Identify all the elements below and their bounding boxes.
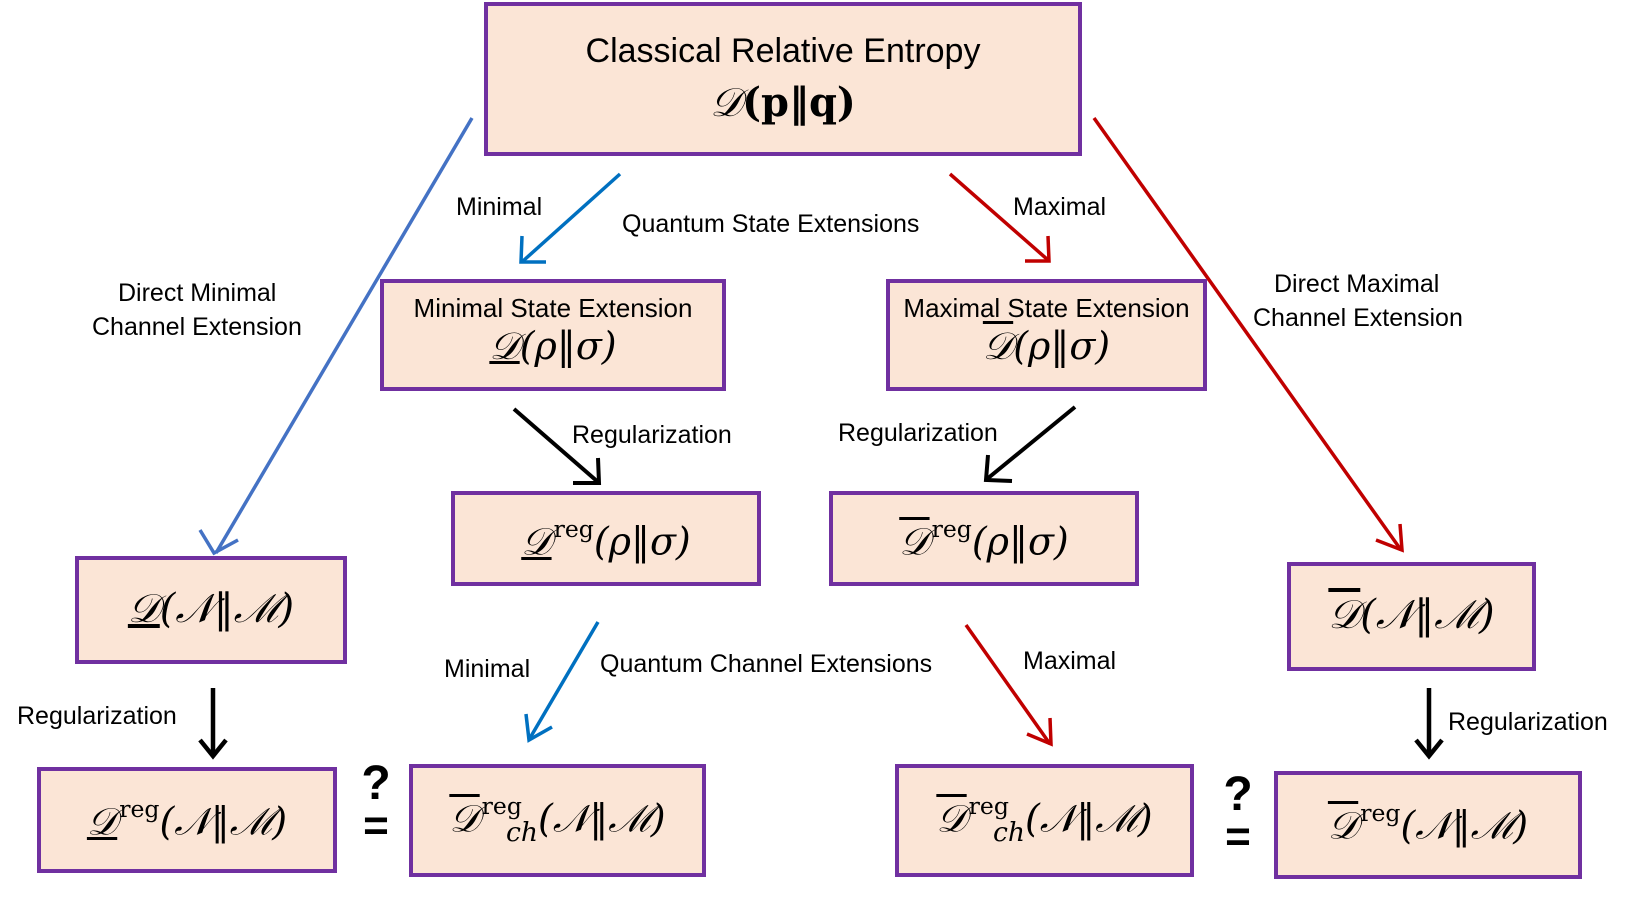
classical-relative-entropy-box: Classical Relative Entropy 𝒟(p‖q) <box>484 2 1082 156</box>
arrowhead-minimal-state <box>519 235 546 264</box>
question-mark: ? <box>1223 768 1253 821</box>
arrow-direct-minimal <box>214 117 474 554</box>
arrowhead-maximal-state <box>1025 235 1051 263</box>
arrow-regularization-max-state <box>985 405 1077 481</box>
arrow-minimal-channel <box>528 621 600 739</box>
maximal-state-reg-box: 𝒟reg(ρ‖σ) <box>829 491 1139 586</box>
d-symbol: 𝒟 <box>710 80 743 126</box>
formula-args: (ρ‖σ) <box>1013 324 1111 368</box>
formula-args: (𝒩‖ℳ) <box>159 799 288 844</box>
maximal-state-extension-title: Maximal State Extension <box>903 293 1190 323</box>
label-regularization-max-state: Regularization <box>838 419 998 447</box>
arrowhead-direct-maximal <box>1375 523 1404 553</box>
formula-args: (p‖q) <box>742 79 856 126</box>
d-underline-symbol: 𝒟 <box>127 586 160 632</box>
minimal-channel-box: 𝒟(𝒩‖ℳ) <box>75 556 347 664</box>
arrow-maximal-channel <box>964 623 1052 746</box>
minimal-ch-reg-box: 𝒟regch(𝒩‖ℳ) <box>409 764 706 877</box>
d-underline-symbol: 𝒟 <box>489 324 520 368</box>
arrowhead-regularization-max-state <box>983 454 1013 483</box>
reg-superscript: reg <box>553 515 594 543</box>
label-direct-maximal-line1: Direct Maximal <box>1274 270 1440 298</box>
ch-subscript: ch <box>992 816 1026 848</box>
minimal-state-extension-title: Minimal State Extension <box>413 293 693 323</box>
maximal-channel-formula: 𝒟(𝒩‖ℳ) <box>1291 592 1532 638</box>
label-maximal-top: Maximal <box>1013 193 1107 221</box>
minimal-channel-reg-formula: 𝒟reg(𝒩‖ℳ) <box>41 795 333 845</box>
reg-superscript: reg <box>968 792 1009 820</box>
maximal-ch-reg-box: 𝒟regch(𝒩‖ℳ) <box>895 764 1194 877</box>
maximal-channel-reg-formula: 𝒟reg(𝒩‖ℳ) <box>1278 799 1578 849</box>
formula-args: (ρ‖σ) <box>519 324 617 368</box>
d-overline-symbol: 𝒟 <box>899 519 930 564</box>
minimal-ch-reg-formula: 𝒟regch(𝒩‖ℳ) <box>413 792 702 848</box>
arrowhead-regularization-min-state <box>573 457 602 485</box>
minimal-state-extension-box: Minimal State Extension 𝒟(ρ‖σ) <box>380 279 726 391</box>
d-overline-symbol: 𝒟 <box>449 796 480 841</box>
minimal-state-extension-formula: 𝒟(ρ‖σ) <box>384 324 722 369</box>
arrow-regularization-min-state <box>512 407 600 484</box>
formula-args: (𝒩‖ℳ) <box>1400 803 1529 848</box>
maximal-channel-box: 𝒟(𝒩‖ℳ) <box>1287 562 1536 671</box>
reg-superscript: reg <box>1360 799 1401 827</box>
label-direct-maximal-line2: Channel Extension <box>1253 304 1463 332</box>
formula-args: (𝒩‖ℳ) <box>159 586 295 632</box>
arrowhead-regularization-right <box>1414 738 1444 760</box>
formula-args: (𝒩‖ℳ) <box>538 796 666 841</box>
label-minimal-bottom: Minimal <box>444 655 531 683</box>
minimal-state-reg-formula: 𝒟reg(ρ‖σ) <box>455 515 757 565</box>
formula-args: (ρ‖σ) <box>593 519 691 564</box>
label-quantum-state-extensions: Quantum State Extensions <box>622 210 920 238</box>
equals-sign: = <box>1225 812 1251 861</box>
maximal-state-extension-box: Maximal State Extension 𝒟(ρ‖σ) <box>886 279 1207 391</box>
label-regularization-min-state: Regularization <box>572 421 732 449</box>
label-direct-minimal-line2: Channel Extension <box>92 313 302 341</box>
minimal-channel-formula: 𝒟(𝒩‖ℳ) <box>79 586 343 632</box>
arrowhead-minimal-channel <box>524 713 553 743</box>
formula-args: (𝒩‖ℳ) <box>1360 592 1495 638</box>
question-equals-left: ? = <box>354 757 398 850</box>
arrowhead-direct-minimal <box>198 529 239 556</box>
arrow-maximal-state <box>948 172 1050 262</box>
formula-args: (ρ‖σ) <box>971 519 1069 564</box>
minimal-state-reg-box: 𝒟reg(ρ‖σ) <box>451 491 761 586</box>
minimal-channel-reg-box: 𝒟reg(𝒩‖ℳ) <box>37 767 337 873</box>
label-quantum-channel-extensions: Quantum Channel Extensions <box>600 650 933 678</box>
d-overline-symbol: 𝒟 <box>936 796 967 841</box>
maximal-channel-reg-box: 𝒟reg(𝒩‖ℳ) <box>1274 771 1582 879</box>
arrowhead-regularization-left <box>198 738 228 760</box>
label-minimal-top: Minimal <box>456 193 543 221</box>
label-regularization-left: Regularization <box>17 702 177 730</box>
label-direct-minimal-line1: Direct Minimal <box>118 279 277 307</box>
d-overline-symbol: 𝒟 <box>1328 592 1361 638</box>
classical-relative-entropy-title: Classical Relative Entropy <box>585 32 981 70</box>
d-overline-symbol: 𝒟 <box>1327 803 1359 848</box>
equals-sign: = <box>363 801 389 850</box>
reg-superscript: reg <box>481 792 522 820</box>
question-mark: ? <box>361 757 391 810</box>
d-underline-symbol: 𝒟 <box>521 519 552 564</box>
ch-subscript: ch <box>505 816 539 848</box>
reg-superscript: reg <box>119 795 160 823</box>
maximal-ch-reg-formula: 𝒟regch(𝒩‖ℳ) <box>899 792 1190 848</box>
reg-superscript: reg <box>931 515 972 543</box>
d-underline-symbol: 𝒟 <box>86 799 118 844</box>
label-regularization-right: Regularization <box>1448 708 1608 736</box>
arrow-minimal-state <box>521 172 622 263</box>
label-maximal-bottom: Maximal <box>1023 647 1117 675</box>
d-overline-symbol: 𝒟 <box>982 324 1014 368</box>
arrow-direct-maximal <box>1092 116 1403 552</box>
maximal-state-extension-formula: 𝒟(ρ‖σ) <box>890 324 1203 369</box>
formula-args: (𝒩‖ℳ) <box>1025 796 1153 841</box>
classical-relative-entropy-formula: 𝒟(p‖q) <box>488 79 1078 126</box>
maximal-state-reg-formula: 𝒟reg(ρ‖σ) <box>833 515 1135 565</box>
question-equals-right: ? = <box>1216 768 1260 861</box>
arrowhead-maximal-channel <box>1026 717 1053 747</box>
